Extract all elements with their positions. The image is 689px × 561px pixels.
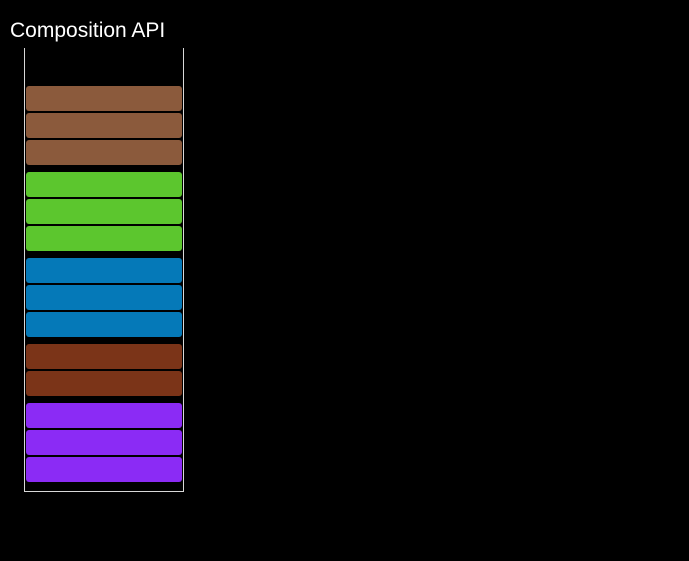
page-title: Composition API — [10, 19, 166, 42]
green-bar-2[interactable] — [26, 199, 182, 224]
bar-stack — [26, 48, 182, 488]
blue-bar-3[interactable] — [26, 312, 182, 337]
green-group — [26, 172, 182, 251]
blue-bar-1[interactable] — [26, 258, 182, 283]
bar-chart-container — [24, 48, 184, 492]
rust-bar-2[interactable] — [26, 371, 182, 396]
brown-bar-3[interactable] — [26, 140, 182, 165]
purple-group — [26, 403, 182, 482]
green-bar-1[interactable] — [26, 172, 182, 197]
rust-group — [26, 344, 182, 396]
purple-bar-3[interactable] — [26, 457, 182, 482]
rust-bar-1[interactable] — [26, 344, 182, 369]
purple-bar-1[interactable] — [26, 403, 182, 428]
brown-group — [26, 86, 182, 165]
blue-bar-2[interactable] — [26, 285, 182, 310]
purple-bar-2[interactable] — [26, 430, 182, 455]
brown-bar-2[interactable] — [26, 113, 182, 138]
blue-group — [26, 258, 182, 337]
green-bar-3[interactable] — [26, 226, 182, 251]
brown-bar-1[interactable] — [26, 86, 182, 111]
